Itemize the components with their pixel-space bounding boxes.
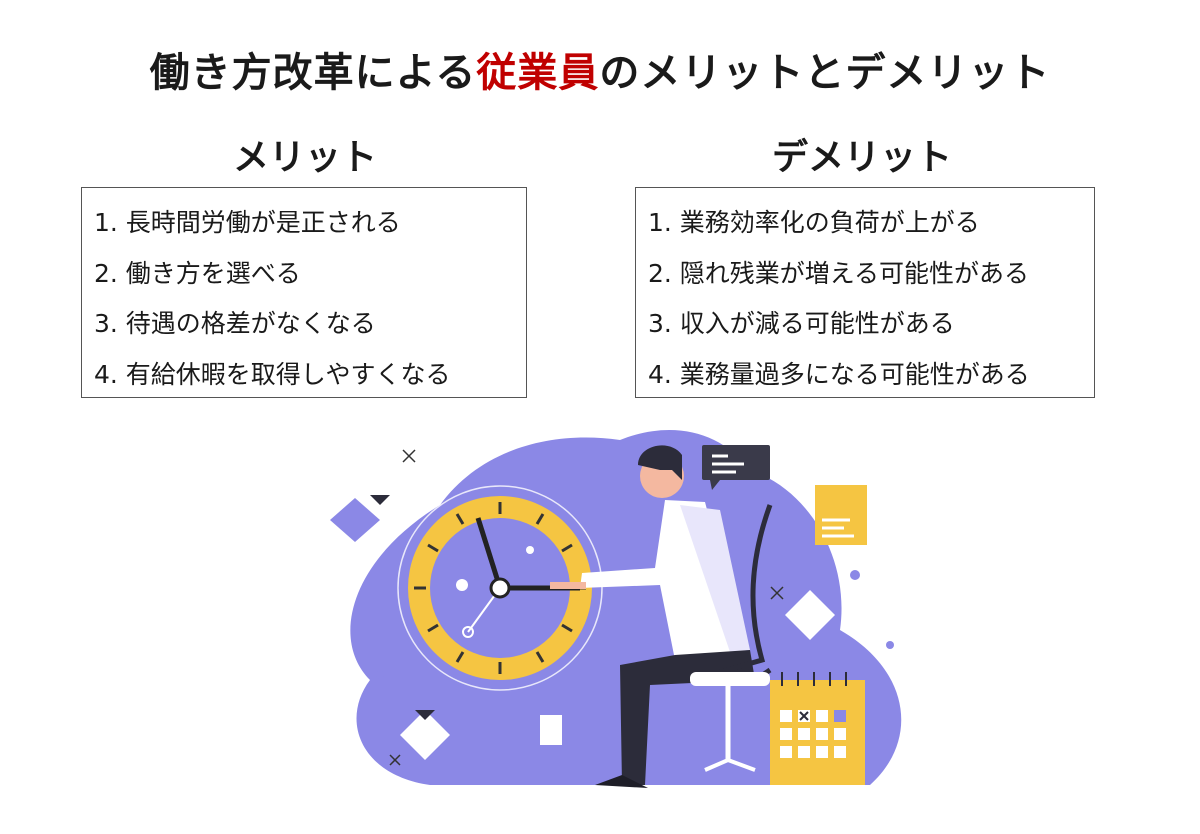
demerit-list: 1. 業務効率化の負荷が上がる 2. 隠れ残業が増える可能性がある 3. 収入が…	[648, 198, 1094, 400]
note-icon	[815, 485, 867, 545]
person-at-desk	[550, 445, 755, 788]
demerit-item-4: 4. 業務量過多になる可能性がある	[648, 359, 1030, 389]
merit-item-3: 3. 待遇の格差がなくなる	[94, 309, 376, 338]
merit-heading: メリット	[232, 137, 377, 178]
merit-item-1: 1. 長時間労働が是正される	[94, 208, 401, 237]
chat-bubble-icon	[702, 445, 770, 490]
merit-item-2: 2. 働き方を選べる	[94, 258, 301, 288]
decorative-shapes	[330, 442, 894, 766]
work-illustration	[330, 430, 902, 788]
calendar-icon	[770, 672, 865, 785]
demerit-heading: デメリット	[771, 137, 952, 178]
demerit-list-box: 1. 業務効率化の負荷が上がる 2. 隠れ残業が増える可能性がある 3. 収入が…	[635, 187, 1095, 398]
demerit-item-3: 3. 収入が減る可能性がある	[648, 309, 955, 338]
page-title: 働き方改革による従業員のメリットとデメリット	[0, 40, 1200, 98]
demerit-item-1: 1. 業務効率化の負荷が上がる	[648, 208, 980, 237]
clock-icon	[397, 485, 603, 691]
merit-item-4: 4. 有給休暇を取得しやすくなる	[94, 359, 451, 389]
title-prefix: 働き方改革による	[149, 50, 477, 96]
merit-list-box: 1. 長時間労働が是正される 2. 働き方を選べる 3. 待遇の格差がなくなる …	[81, 187, 527, 398]
chair-icon	[690, 504, 773, 772]
title-suffix: のメリットとデメリット	[599, 50, 1051, 96]
title-accent: 従業員	[476, 50, 600, 96]
demerit-item-2: 2. 隠れ残業が増える可能性がある	[648, 258, 1030, 288]
merit-list: 1. 長時間労働が是正される 2. 働き方を選べる 3. 待遇の格差がなくなる …	[94, 198, 526, 400]
